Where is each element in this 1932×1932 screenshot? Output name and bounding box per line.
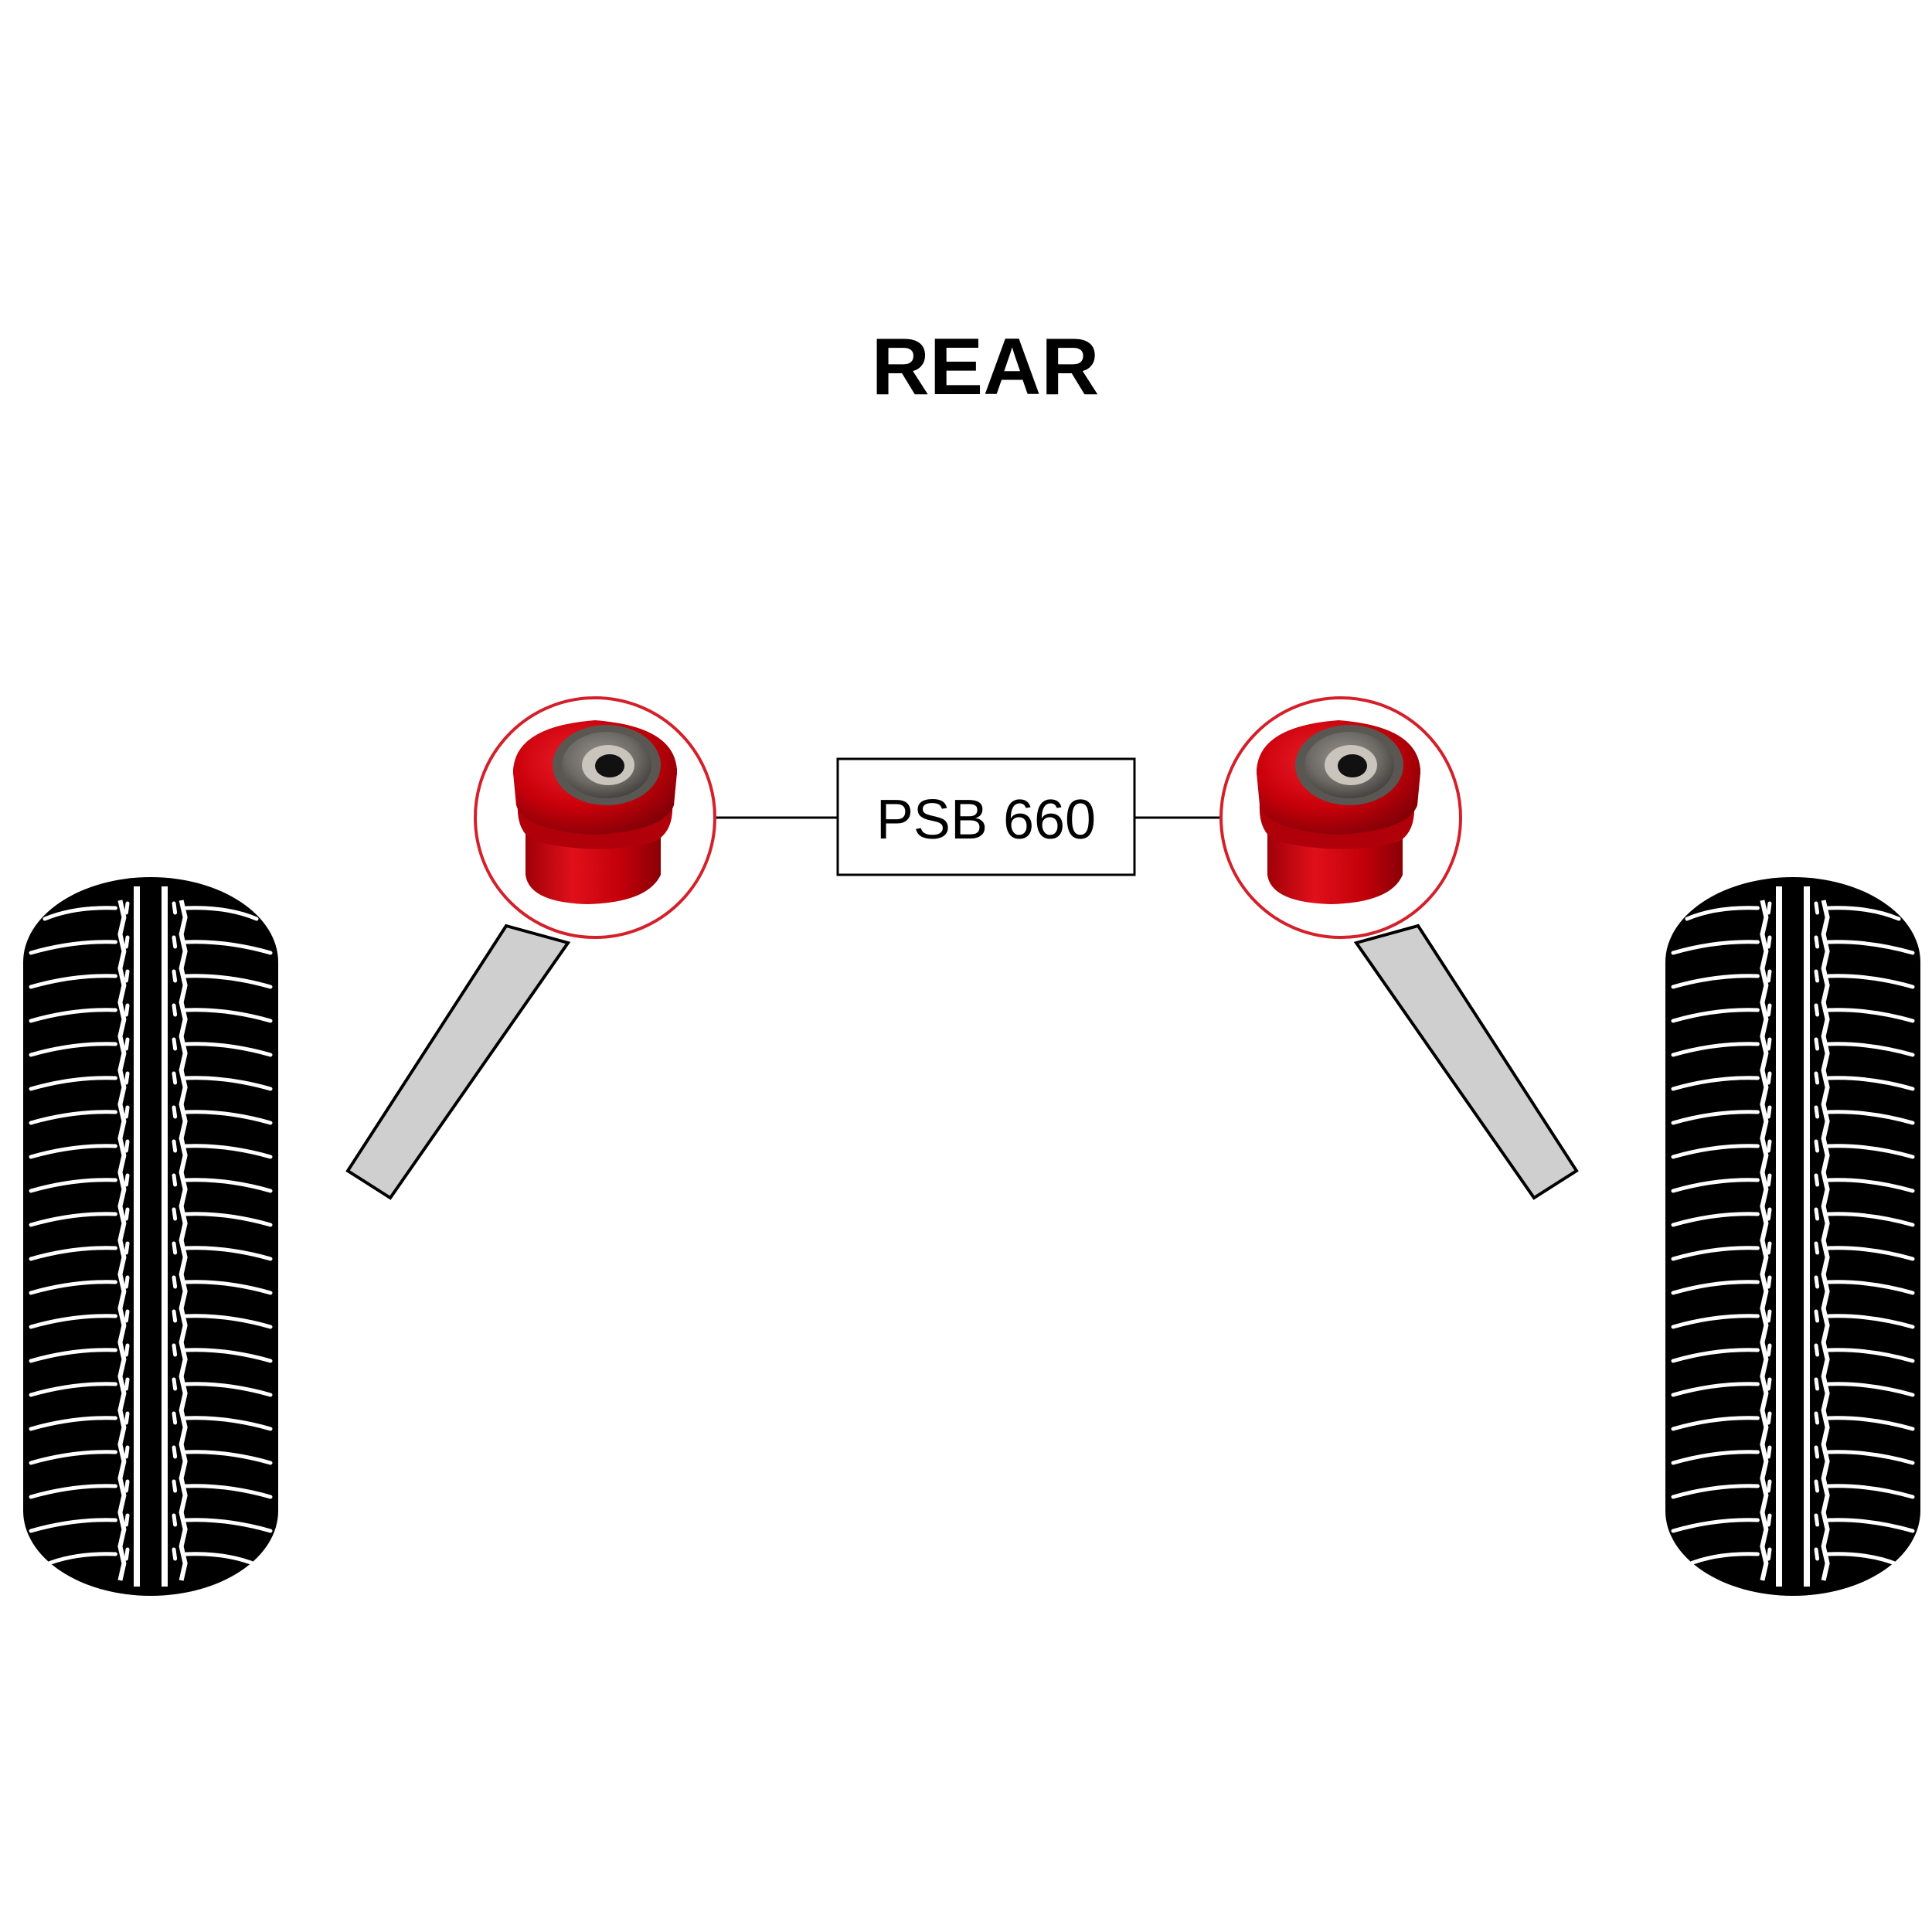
tyre-icon xyxy=(1665,877,1920,1596)
right-bush-callout xyxy=(1219,696,1462,939)
bush-icon xyxy=(513,720,677,904)
tyre-icon xyxy=(23,877,278,1596)
left-suspension-arm xyxy=(345,923,571,1200)
left-bush-callout xyxy=(474,696,716,939)
part-number-text: PSB 660 xyxy=(876,789,1096,851)
page-title: REAR xyxy=(872,322,1100,412)
right-tyre xyxy=(1665,877,1920,1596)
left-tyre xyxy=(23,877,278,1596)
right-suspension-arm xyxy=(1353,923,1579,1200)
bush-icon xyxy=(1257,720,1420,904)
part-number-label: PSB 660 xyxy=(836,757,1136,876)
